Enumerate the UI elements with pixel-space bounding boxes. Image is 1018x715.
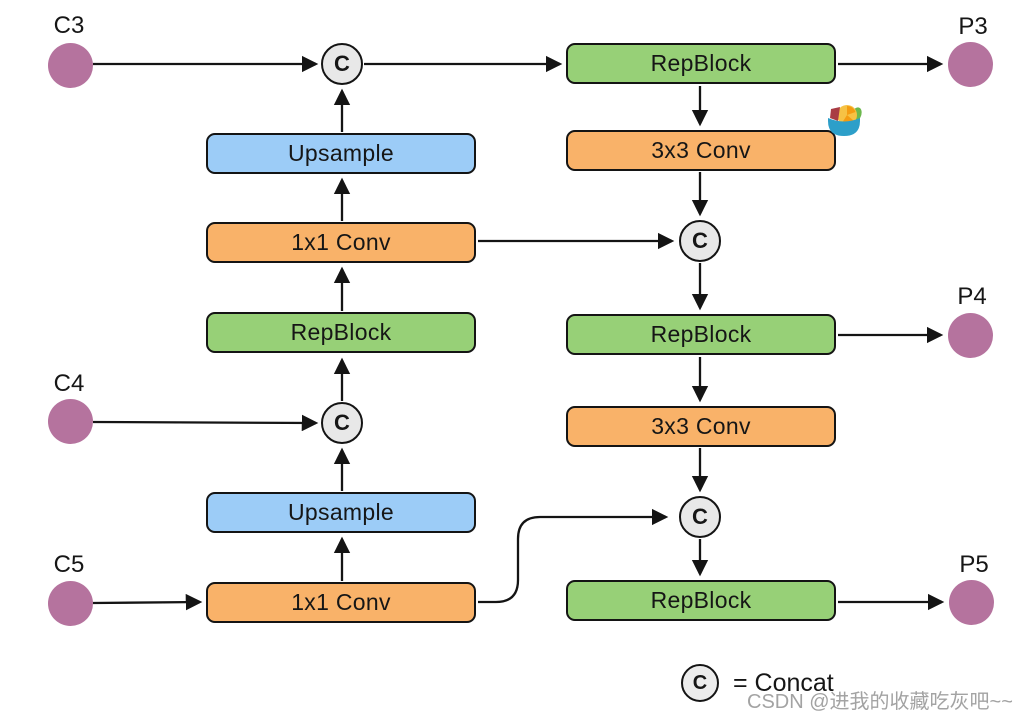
legend-concat-icon: C (681, 664, 719, 702)
node-conv1x1-top: 1x1 Conv (206, 222, 476, 263)
label-p4: P4 (957, 283, 987, 310)
port-p4-circle (948, 313, 993, 358)
node-label: RepBlock (290, 319, 392, 345)
node-conv3x3-bottom: 3x3 Conv (566, 406, 836, 447)
node-conv3x3-top: 3x3 Conv (566, 130, 836, 171)
node-upsample-top: Upsample (206, 133, 476, 174)
port-c3-circle (48, 43, 93, 88)
concat-node-top-left: C (321, 43, 363, 85)
label-c5: C5 (53, 551, 85, 578)
port-c5-circle (48, 581, 93, 626)
node-label: RepBlock (650, 50, 752, 76)
node-repblock-p5: RepBlock (566, 580, 836, 621)
watermark-text: CSDN @进我的收藏吃灰吧~~ (747, 691, 1013, 713)
node-repblock-p4: RepBlock (566, 314, 836, 355)
concat-symbol: C (692, 228, 708, 253)
port-c4-circle (48, 399, 93, 444)
node-label: 1x1 Conv (291, 589, 391, 615)
label-c4: C4 (53, 370, 85, 397)
label-p3: P3 (958, 13, 988, 40)
legend-concat-symbol: C (692, 671, 708, 694)
edge-c4-to-concat3 (92, 414, 319, 432)
legend: C = Concat (681, 664, 834, 702)
port-p3-circle (948, 42, 993, 87)
legend-text: = Concat (733, 668, 834, 697)
node-repblock-left: RepBlock (206, 312, 476, 353)
node-label: 3x3 Conv (651, 137, 751, 163)
node-label: RepBlock (650, 321, 752, 347)
port-p5-circle (949, 580, 994, 625)
label-c3: C3 (53, 12, 85, 39)
node-conv1x1-bottom: 1x1 Conv (206, 582, 476, 623)
fruit-bowl-icon (828, 105, 862, 136)
node-label: 3x3 Conv (651, 413, 751, 439)
edge-c5-to-conv1x1-bottom (92, 593, 203, 611)
concat-node-mid-right: C (679, 220, 721, 262)
concat-symbol: C (334, 51, 350, 76)
concat-node-mid-left: C (321, 402, 363, 444)
node-label: Upsample (288, 140, 394, 166)
label-p5: P5 (959, 551, 989, 578)
concat-node-bottom-right: C (679, 496, 721, 538)
node-label: 1x1 Conv (291, 229, 391, 255)
node-repblock-p3: RepBlock (566, 43, 836, 84)
node-upsample-bottom: Upsample (206, 492, 476, 533)
concat-symbol: C (692, 504, 708, 529)
concat-symbol: C (334, 410, 350, 435)
edge-conv1x1-bottom-to-concat4-curve (478, 508, 669, 604)
node-label: RepBlock (650, 587, 752, 613)
node-label: Upsample (288, 499, 394, 525)
